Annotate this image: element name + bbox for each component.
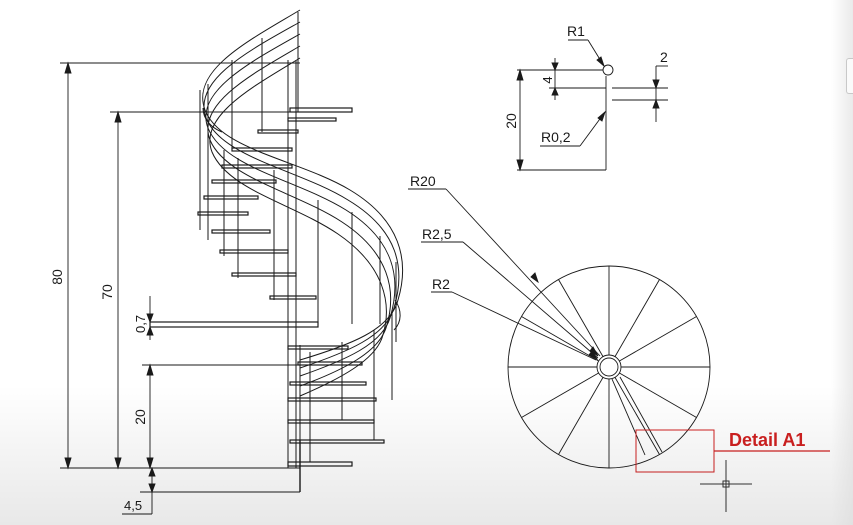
dimension-line-80 bbox=[60, 61, 300, 470]
plan-label-r2: R2 bbox=[432, 276, 450, 292]
detail-view bbox=[516, 39, 668, 172]
plan-view bbox=[408, 188, 711, 469]
plan-label-r20: R20 bbox=[410, 173, 436, 189]
handrails bbox=[202, 9, 404, 397]
detail-label-r1: R1 bbox=[567, 23, 585, 39]
dimension-line-45 bbox=[122, 466, 300, 515]
plan-post-circle-outer bbox=[596, 354, 622, 380]
plan-leaders bbox=[408, 188, 601, 361]
detail-label-2: 2 bbox=[660, 49, 668, 65]
elevation-view bbox=[60, 9, 404, 515]
dim-text-70: 70 bbox=[99, 284, 115, 300]
plan-label-r25: R2,5 bbox=[422, 226, 452, 242]
plan-post-circle-inner bbox=[599, 357, 619, 377]
side-panel-edge bbox=[831, 0, 853, 525]
dimension-line-07 bbox=[146, 296, 154, 340]
side-panel-button[interactable] bbox=[846, 58, 853, 94]
detail-a1-frame[interactable] bbox=[635, 429, 715, 473]
balusters bbox=[199, 12, 397, 462]
dim-text-45: 4,5 bbox=[124, 498, 142, 513]
detail-label-r02: R0,2 bbox=[541, 129, 571, 145]
detail-label-20: 20 bbox=[503, 113, 519, 129]
plan-step-lines bbox=[508, 266, 710, 468]
stair-treads bbox=[149, 107, 385, 467]
detail-a1-label[interactable]: Detail A1 bbox=[729, 430, 805, 450]
detail-label-4: 4 bbox=[540, 76, 555, 83]
crosshair-cursor-icon bbox=[700, 460, 752, 512]
dim-text-80: 80 bbox=[49, 269, 65, 285]
dimension-line-20 bbox=[142, 363, 300, 470]
dim-text-07: 0,7 bbox=[133, 315, 148, 333]
dim-text-20-lower: 20 bbox=[132, 409, 148, 425]
dimension-line-70 bbox=[110, 110, 290, 470]
